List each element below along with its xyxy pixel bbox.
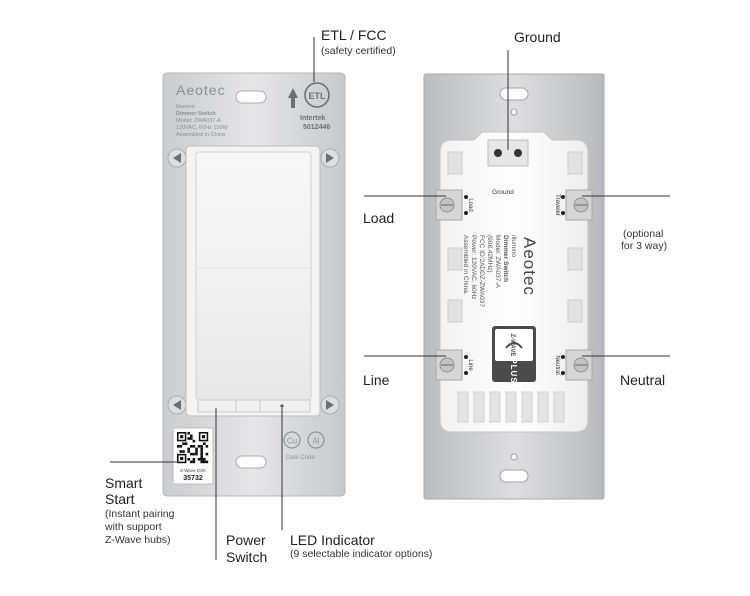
back-spec-line: Dimmer Switch bbox=[502, 235, 509, 282]
smart-start-callout-subtitle-3: Z-Wave hubs) bbox=[105, 534, 171, 546]
back-spec-line: illumino bbox=[510, 235, 517, 257]
etl-fcc-callout-title: ETL / FCC bbox=[321, 27, 387, 43]
cu-mark-icon bbox=[283, 431, 301, 449]
neutral-terminal: Neutral bbox=[554, 349, 593, 381]
back-spec-label: Aeotec illumino Dimmer Switch Model: ZWA… bbox=[462, 235, 539, 307]
traveler-terminal: Traveler bbox=[554, 189, 593, 221]
back-spec-line: Model: ZWA037-A bbox=[494, 235, 501, 289]
led-indicator-callout-title: LED Indicator bbox=[290, 532, 375, 548]
ground-terminal-label: Ground bbox=[492, 189, 514, 196]
up-arrow-icon bbox=[288, 88, 298, 108]
intertek-number: 5012446 bbox=[303, 124, 330, 131]
front-spec-line: Dimmer Switch bbox=[176, 111, 216, 117]
line-callout-title: Line bbox=[363, 372, 390, 388]
smart-start-qr-code: Z-Wave DSK 35732 bbox=[172, 427, 214, 485]
power-switch-rocker[interactable] bbox=[195, 151, 312, 401]
neutral-callout-title: Neutral bbox=[620, 372, 666, 388]
rocker-bottom-bar bbox=[197, 399, 311, 413]
power-switch-callout-title-2: Switch bbox=[226, 549, 268, 565]
load-terminal: Load bbox=[435, 189, 473, 221]
front-spec-label: illumino Dimmer Switch Model: ZWA037-A 1… bbox=[176, 104, 229, 138]
traveler-terminal-label: Traveler bbox=[554, 194, 560, 216]
smart-start-callout-subtitle-1: (Instant pairing bbox=[105, 508, 175, 520]
zwave-wave-icon bbox=[505, 342, 523, 349]
svg-text:Al: Al bbox=[312, 437, 319, 446]
smart-start-callout-title-2: Start bbox=[105, 491, 135, 507]
power-switch-callout-title-1: Power bbox=[226, 532, 266, 548]
svg-text:Cu: Cu bbox=[287, 437, 297, 446]
al-mark-icon bbox=[307, 431, 325, 449]
front-spec-line: 120VAC, 60Hz 150W bbox=[176, 125, 229, 131]
neutral-terminal-label: Neutral bbox=[554, 355, 560, 374]
line-terminal: Line bbox=[435, 349, 473, 381]
smart-start-callout-subtitle-2: with support bbox=[105, 521, 162, 533]
zwave-badge-top: Z-WAVE bbox=[509, 334, 515, 357]
line-terminal-label: Line bbox=[467, 359, 473, 371]
load-terminal-label: Load bbox=[467, 198, 473, 211]
zwave-badge-bottom: PLUS bbox=[509, 358, 518, 383]
back-spec-line: Assembled in China. bbox=[462, 235, 469, 295]
etl-mark-text: ETL bbox=[309, 91, 327, 101]
ground-callout-title: Ground bbox=[514, 29, 561, 45]
date-code-label: Date Code bbox=[286, 455, 315, 461]
back-brand-logo: Aeotec bbox=[520, 237, 539, 296]
front-spec-line: illumino bbox=[176, 104, 195, 110]
dimmer-module-body bbox=[439, 131, 589, 433]
load-callout-title: Load bbox=[363, 210, 395, 226]
traveler-callout-subtitle-2: for 3 way) bbox=[621, 240, 668, 252]
traveler-callout-subtitle-1: (optional bbox=[623, 228, 664, 240]
qr-caption: Z-Wave DSK bbox=[180, 468, 206, 473]
qr-code-number: 35732 bbox=[183, 475, 203, 482]
etl-fcc-callout-subtitle: (safety certified) bbox=[321, 45, 396, 57]
back-spec-line: (908.42MHz) bbox=[486, 235, 493, 273]
zwave-plus-badge: Z-WAVE PLUS bbox=[492, 326, 536, 384]
led-indicator bbox=[280, 404, 284, 408]
callout-lines bbox=[110, 37, 670, 560]
intertek-label: Intertek bbox=[300, 115, 325, 122]
front-spec-line: Model: ZWA037-A bbox=[176, 118, 221, 124]
front-spec-line: Assembled in China bbox=[176, 132, 226, 138]
etl-mark: ETL bbox=[304, 82, 330, 108]
front-brand-logo: Aeotec bbox=[176, 82, 226, 98]
led-indicator-callout-subtitle: (9 selectable indicator options) bbox=[290, 548, 433, 560]
smart-start-callout-title-1: Smart bbox=[105, 475, 143, 491]
back-spec-line: FCC ID:2ADDZ-ZWA037 bbox=[478, 235, 485, 307]
back-spec-line: Power: 120VAC, 60Hz bbox=[470, 235, 477, 300]
